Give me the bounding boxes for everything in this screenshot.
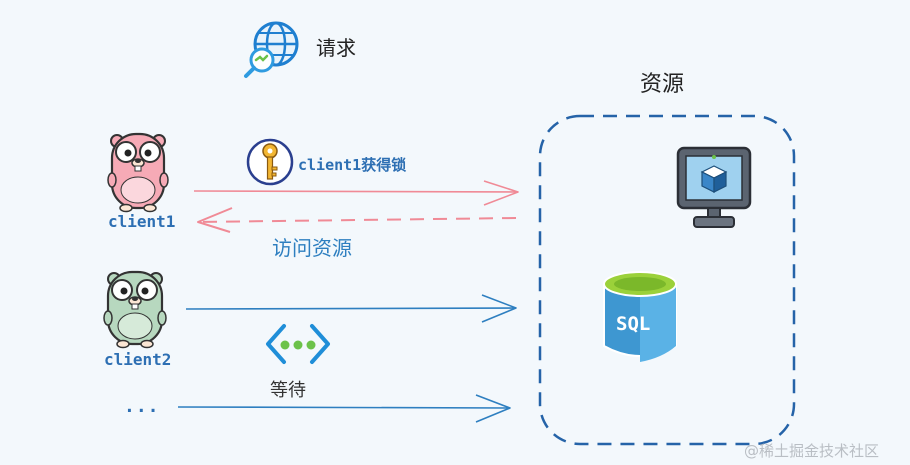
client1-access-arrow (197, 207, 517, 233)
ellipsis-connection-icon (266, 324, 330, 364)
more-clients-label: ... (124, 396, 160, 417)
client2-request-arrow (185, 294, 517, 323)
lock-acquired-label: client1获得锁 (298, 156, 407, 174)
client1-label: client1 (108, 212, 176, 231)
client2-label: client2 (104, 350, 172, 369)
other-clients-arrow (177, 394, 511, 423)
client1-request-arrow (193, 180, 519, 206)
key-icon (246, 138, 294, 186)
sql-database-icon (603, 271, 677, 362)
pink-gopher-icon (107, 132, 169, 213)
wait-label: 等待 (270, 380, 306, 401)
resource-container (538, 114, 796, 446)
access-resource-label: 访问资源 (272, 236, 352, 260)
green-gopher-icon (103, 270, 167, 349)
watermark: @稀土掘金技术社区 (744, 442, 880, 460)
request-label: 请求 (316, 36, 356, 60)
monitor-cube-icon (676, 146, 752, 228)
resource-title: 资源 (640, 72, 685, 97)
sql-label: SQL (616, 313, 651, 335)
globe-search-icon (244, 21, 299, 78)
